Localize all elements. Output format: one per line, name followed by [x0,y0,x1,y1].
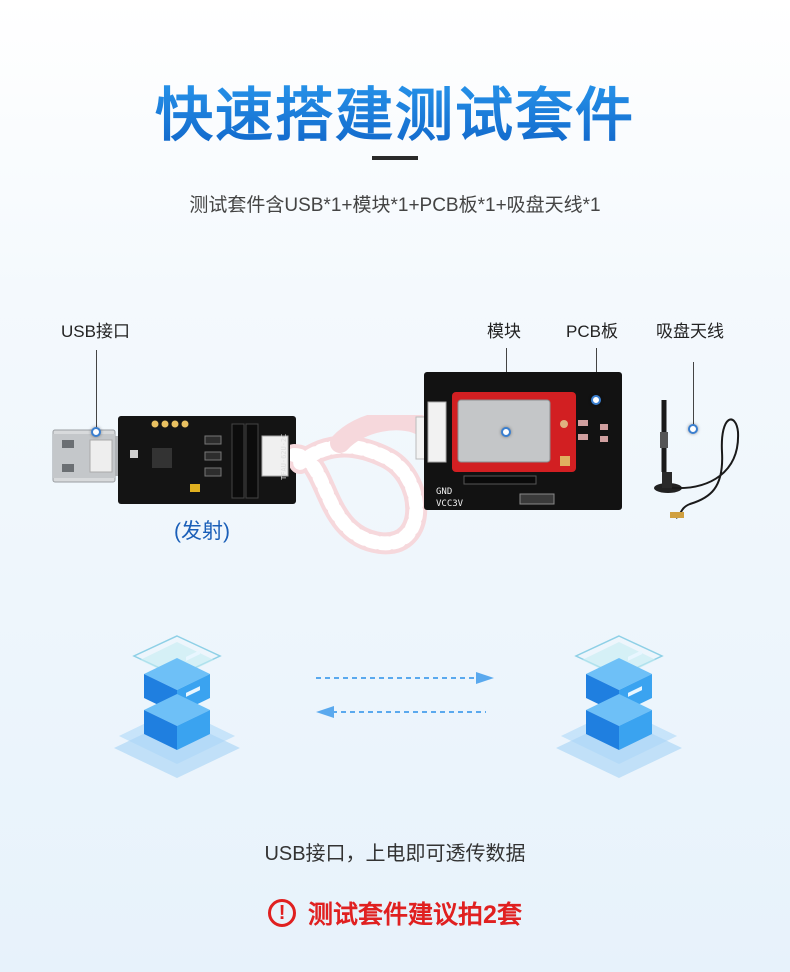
antenna-label: 吸盘天线 [656,322,724,341]
vcc-silkscreen: VCC3V [436,499,464,509]
usb-interface-label: USB接口 [61,322,130,341]
pcb-pointer-dot [591,395,601,405]
usb-silkscreen: TFAU-62U-2C [280,434,288,480]
warning-text: 测试套件建议拍2套 [308,901,522,929]
antenna-pointer-dot [688,424,698,434]
arrow-right-icon [476,672,494,684]
transmit-caption: (发射) [174,520,230,543]
module-pointer-dot [501,427,511,437]
exclamation-circle-icon: ! [268,899,297,928]
usb-pointer-dot [91,427,101,437]
data-transfer-arrows [316,672,494,718]
usb-dongle-image: TFAU-62U-2C [52,416,296,504]
arrow-left-icon [316,706,334,718]
server-right-icon [556,635,682,778]
pcb-board-image: GND VCC3V [424,372,622,510]
pcb-board-label: PCB板 [566,322,618,341]
gnd-silkscreen: GND [436,487,452,497]
purchase-warning: ! 测试套件建议拍2套 [0,895,790,931]
page-title: 快速搭建测试套件 [0,68,790,152]
suction-antenna-image [654,400,740,519]
title-divider [372,156,418,160]
usb-power-note: USB接口，上电即可透传数据 [264,843,526,865]
usb-leader-line [96,350,97,432]
server-left-icon [114,635,240,778]
ribbon-cable-image [290,415,437,555]
module-label: 模块 [487,322,521,341]
antenna-leader-line [693,362,694,428]
kit-contents-subtitle: 测试套件含USB*1+模块*1+PCB板*1+吸盘天线*1 [189,195,601,216]
